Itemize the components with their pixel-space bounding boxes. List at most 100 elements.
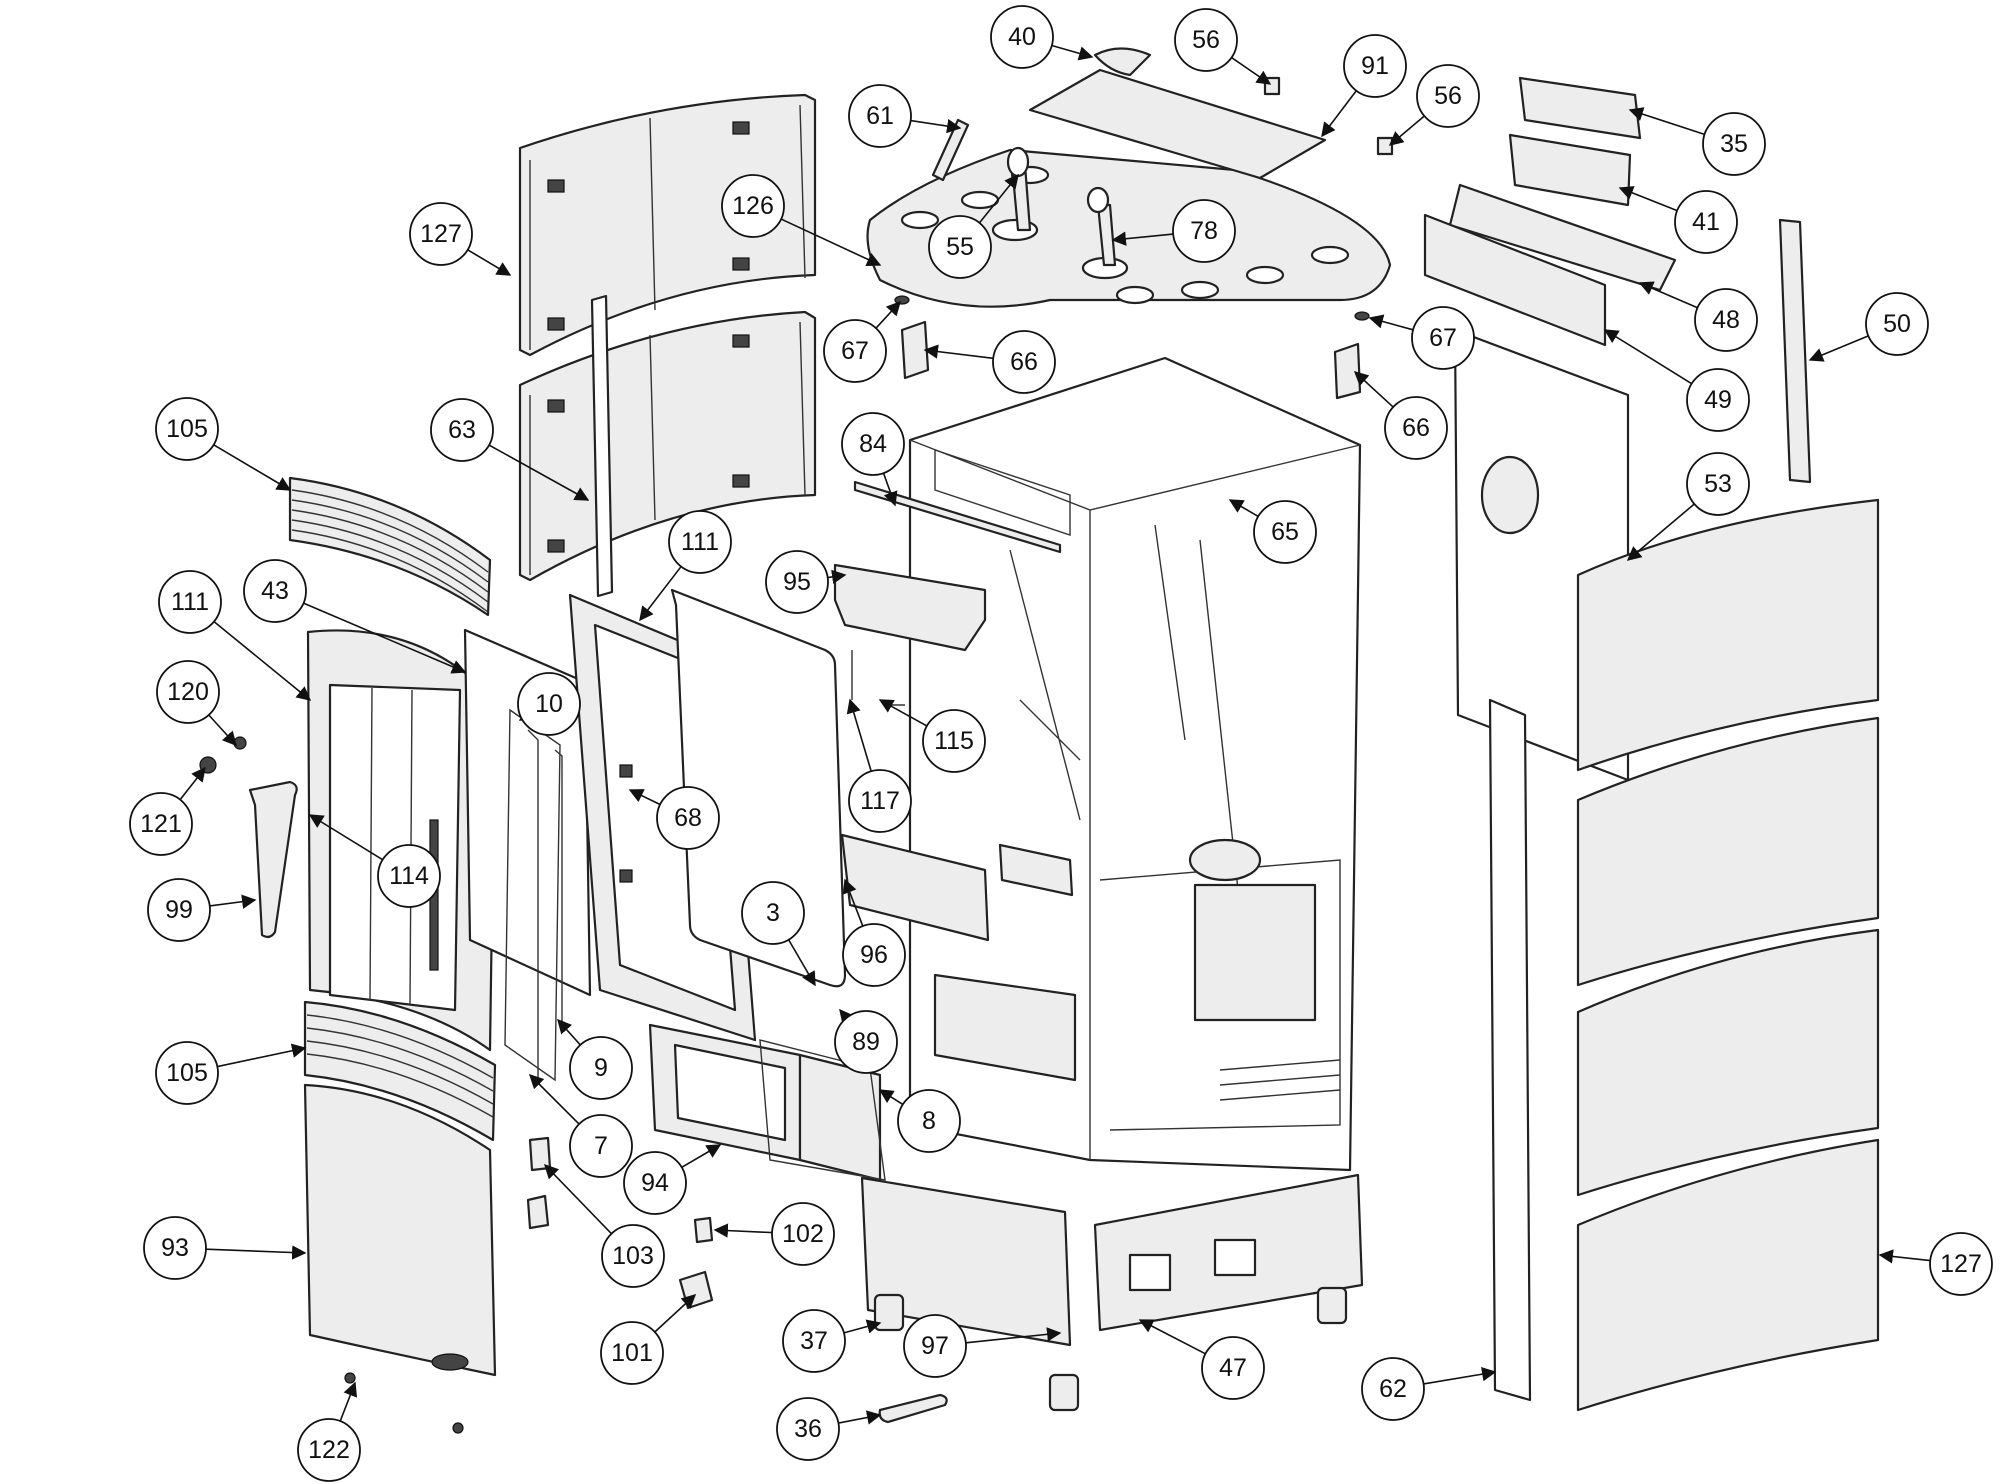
nut-120 — [233, 736, 247, 750]
callout-number: 43 — [261, 577, 289, 605]
callout-48: 48 — [1638, 281, 1758, 352]
callout-111: 111 — [158, 570, 312, 701]
callout-number: 67 — [841, 337, 869, 365]
callout-bubble — [517, 672, 581, 736]
callout-bubble — [1686, 368, 1750, 432]
callout-101: 101 — [600, 1294, 697, 1385]
callout-number: 97 — [921, 1332, 949, 1360]
callout-65: 65 — [1228, 499, 1317, 564]
callout-bubble — [765, 550, 829, 614]
callout-93: 93 — [143, 1216, 307, 1280]
callout-bubble — [243, 559, 307, 623]
callout-bubble — [848, 769, 912, 833]
callout-37: 37 — [782, 1309, 882, 1373]
callout-number: 115 — [934, 727, 974, 755]
callout-leader — [1628, 107, 1705, 136]
callout-number: 91 — [1361, 52, 1389, 80]
callout-bubble — [1411, 306, 1475, 370]
screw-122a — [344, 1372, 356, 1384]
callout-bubble — [129, 792, 193, 856]
callout-leader — [787, 939, 816, 987]
callout-number: 35 — [1720, 130, 1748, 158]
callout-bubble — [848, 84, 912, 148]
callout-leader — [839, 1008, 854, 1025]
callout-number: 61 — [866, 102, 894, 130]
callout-bubble — [1343, 34, 1407, 98]
callout-number: 7 — [594, 1132, 608, 1160]
callout-leader — [1051, 44, 1094, 61]
callout-leader — [1618, 186, 1678, 212]
door-seal — [670, 588, 847, 988]
callout-bubble — [569, 1036, 633, 1100]
front-panel-lower — [303, 1083, 497, 1377]
callout-120: 120 — [156, 660, 237, 747]
side-rail-62 — [1488, 698, 1532, 1402]
callout-bubble — [741, 881, 805, 945]
callout-number: 8 — [922, 1107, 936, 1135]
callout-number: 94 — [641, 1169, 669, 1197]
callout-number: 103 — [612, 1242, 654, 1270]
callout-bubble — [771, 1202, 835, 1266]
callout-bubble — [147, 878, 211, 942]
bracket-102 — [693, 1216, 714, 1244]
callout-102: 102 — [713, 1202, 835, 1266]
callout-leader — [875, 300, 901, 329]
callout-leader — [1603, 329, 1693, 385]
callout-leader — [543, 1163, 613, 1235]
callout-61: 61 — [848, 84, 962, 148]
callout-8: 8 — [878, 1089, 961, 1153]
callout-36: 36 — [776, 1397, 882, 1461]
callout-leader — [639, 566, 682, 622]
callout-number: 53 — [1704, 470, 1732, 498]
bracket-66a — [900, 320, 930, 380]
stove-parts-drawing — [199, 47, 1880, 1434]
callout-number: 41 — [1692, 208, 1720, 236]
callout-bubble — [377, 844, 441, 908]
callout-bubble — [1253, 500, 1317, 564]
callout-leader — [179, 766, 206, 801]
callout-number: 95 — [783, 568, 811, 596]
callout-number: 67 — [1429, 324, 1457, 352]
callout-number: 47 — [1219, 1354, 1247, 1382]
screw-122b — [452, 1422, 464, 1434]
callout-105: 105 — [155, 397, 292, 491]
panel-35 — [1518, 76, 1642, 140]
callout-number: 66 — [1010, 348, 1038, 376]
callout-117: 117 — [846, 698, 912, 833]
callout-leader — [843, 1319, 882, 1334]
callout-bubble — [834, 1010, 898, 1074]
hopper-95 — [833, 563, 987, 652]
callout-leader — [303, 602, 467, 674]
callout-91: 91 — [1321, 34, 1407, 138]
callout-68: 68 — [628, 786, 720, 850]
callout-leader — [1321, 90, 1357, 138]
lid-handle-40 — [1093, 47, 1152, 77]
callout-47: 47 — [1138, 1319, 1265, 1400]
box-41 — [1508, 133, 1632, 207]
callout-number: 40 — [1008, 23, 1036, 51]
callout-leader — [1368, 314, 1414, 331]
callout-leader — [209, 894, 257, 909]
plate-48 — [1448, 183, 1677, 292]
callout-leader — [208, 714, 237, 747]
callout-number: 68 — [674, 804, 702, 832]
callout-number: 62 — [1379, 1375, 1407, 1403]
callout-bubble — [1674, 190, 1738, 254]
washer-67a — [894, 295, 910, 305]
callout-number: 66 — [1402, 414, 1430, 442]
callout-bubble — [155, 397, 219, 461]
callout-bubble — [1174, 8, 1238, 72]
callout-number: 101 — [611, 1339, 653, 1367]
clip-56a — [1263, 76, 1281, 96]
callout-leader — [965, 1327, 1062, 1344]
callout-leader — [488, 444, 590, 501]
remote-control — [878, 1393, 948, 1424]
callout-leader — [1388, 115, 1425, 146]
callout-67: 67 — [823, 300, 901, 383]
callout-50: 50 — [1808, 292, 1929, 362]
top-plate — [866, 148, 1392, 308]
callout-number: 120 — [167, 678, 209, 706]
bracket-49 — [1423, 213, 1607, 347]
rod-61 — [931, 118, 970, 182]
side-panels-right — [1576, 498, 1880, 1412]
